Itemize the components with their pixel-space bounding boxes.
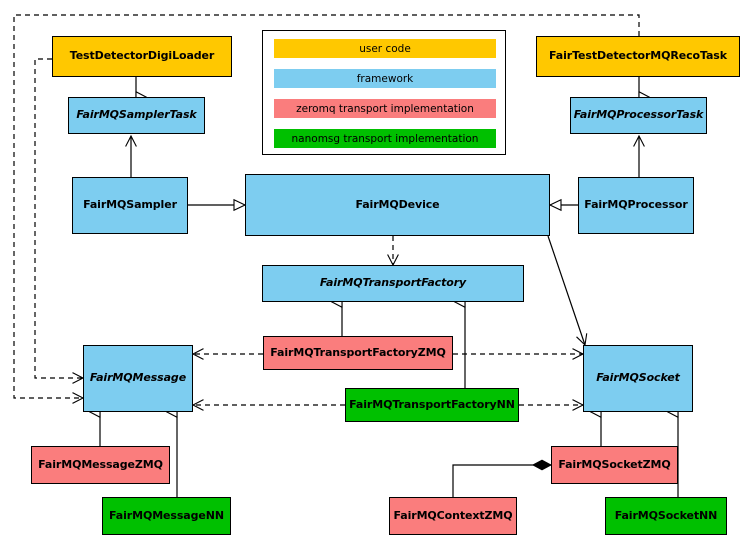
node-label: FairMQSampler xyxy=(83,198,177,212)
legend-label: zeromq transport implementation xyxy=(296,102,474,115)
edge-device-to-socket xyxy=(547,235,588,347)
legend-label: nanomsg transport implementation xyxy=(291,132,479,145)
node-label: FairMQProcessor xyxy=(584,198,688,212)
node-label: FairMQMessageNN xyxy=(109,508,224,522)
node-fairmq-context-zmq[interactable]: FairMQContextZMQ xyxy=(389,497,517,535)
node-fairmq-socket[interactable]: FairMQSocket xyxy=(583,345,693,412)
node-label: FairMQMessage xyxy=(89,371,187,385)
node-label: FairMQSocketNN xyxy=(614,508,718,522)
node-label: FairMQProcessorTask xyxy=(573,108,704,122)
node-fairmq-message-nn[interactable]: FairMQMessageNN xyxy=(102,497,231,535)
node-label: FairMQTransportFactoryZMQ xyxy=(270,345,446,359)
node-label: FairMQDevice xyxy=(355,197,440,211)
node-fairmq-socket-zmq[interactable]: FairMQSocketZMQ xyxy=(551,446,678,484)
node-label: FairTestDetectorMQRecoTask xyxy=(549,49,727,63)
node-fairmq-sampler[interactable]: FairMQSampler xyxy=(72,177,188,234)
node-label: FairMQTransportFactory xyxy=(319,276,467,290)
node-label: FairMQContextZMQ xyxy=(393,508,513,522)
edge-contextzmq-to-socketzmq xyxy=(452,465,551,497)
legend-item-framework: framework xyxy=(274,69,496,88)
legend-label: framework xyxy=(356,72,414,85)
node-fairmq-processor-task[interactable]: FairMQProcessorTask xyxy=(570,97,707,134)
node-fairmq-message-zmq[interactable]: FairMQMessageZMQ xyxy=(31,446,170,484)
node-fairmq-sampler-task[interactable]: FairMQSamplerTask xyxy=(68,97,205,134)
node-label: FairMQSocket xyxy=(596,371,680,385)
node-fairmq-transport-factory[interactable]: FairMQTransportFactory xyxy=(262,265,524,302)
legend-item-user-code: user code xyxy=(274,39,496,58)
node-fair-test-detector-mq-reco-task[interactable]: FairTestDetectorMQRecoTask xyxy=(536,36,740,77)
node-fairmq-processor[interactable]: FairMQProcessor xyxy=(578,177,694,234)
legend-label: user code xyxy=(359,42,411,55)
node-label: FairMQSamplerTask xyxy=(76,108,197,122)
legend-item-zeromq: zeromq transport implementation xyxy=(274,99,496,118)
node-test-detector-digi-loader[interactable]: TestDetectorDigiLoader xyxy=(52,36,232,77)
node-fairmq-device[interactable]: FairMQDevice xyxy=(245,174,550,236)
node-label: TestDetectorDigiLoader xyxy=(69,49,215,63)
node-label: FairMQTransportFactoryNN xyxy=(349,397,515,411)
legend-item-nanomsg: nanomsg transport implementation xyxy=(274,129,496,148)
node-fairmq-message[interactable]: FairMQMessage xyxy=(83,345,193,412)
node-label: FairMQSocketZMQ xyxy=(558,457,671,471)
node-fairmq-transport-factory-nn[interactable]: FairMQTransportFactoryNN xyxy=(345,388,519,422)
node-label: FairMQMessageZMQ xyxy=(38,457,163,471)
node-fairmq-transport-factory-zmq[interactable]: FairMQTransportFactoryZMQ xyxy=(263,336,453,370)
legend-panel: user code framework zeromq transport imp… xyxy=(262,30,506,155)
node-fairmq-socket-nn[interactable]: FairMQSocketNN xyxy=(605,497,727,535)
